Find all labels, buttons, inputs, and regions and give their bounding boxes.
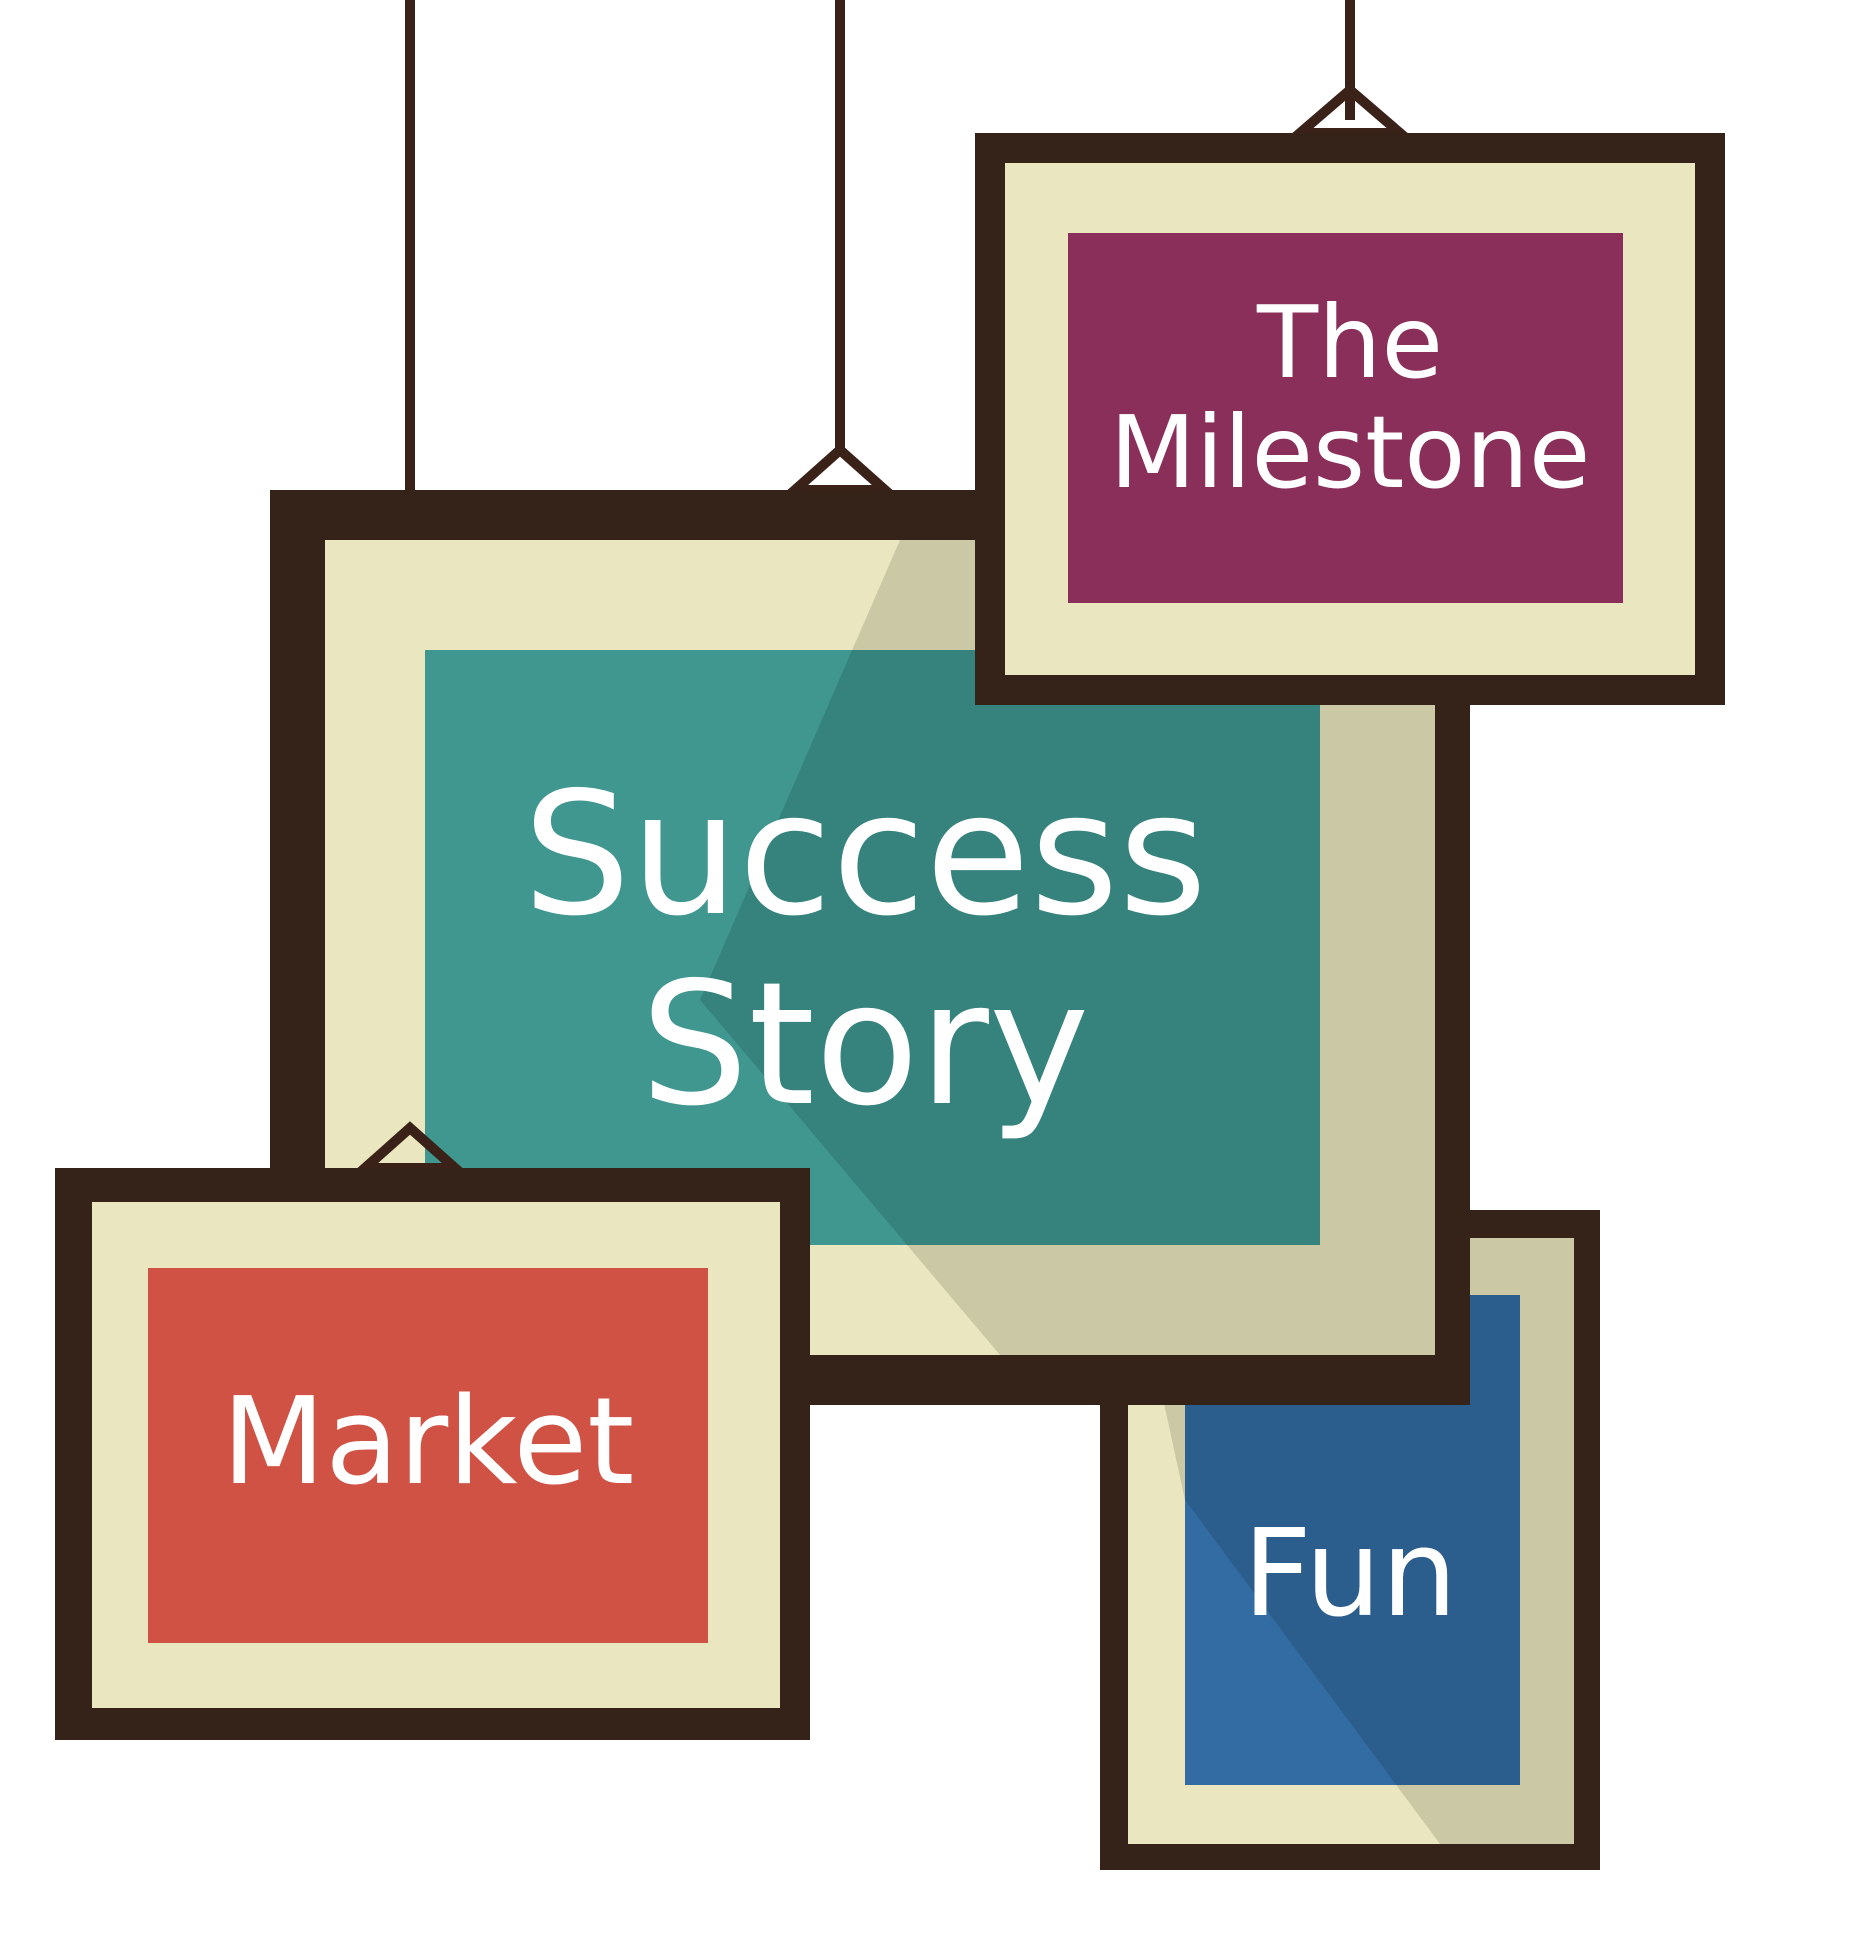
frame-milestone-picture [1068, 233, 1623, 603]
frame-success-shadow [700, 540, 1435, 1355]
success-title-line1: Success [522, 756, 1208, 954]
frame-market [55, 1121, 810, 1740]
hanger-success [781, 443, 899, 495]
frame-milestone [975, 83, 1725, 705]
frame-success-picture [425, 650, 1320, 1245]
milestone-title-line2: Milestone [1109, 394, 1591, 511]
fun-title: Fun [1242, 1505, 1458, 1644]
string-milestone [1345, 0, 1355, 120]
market-title: Market [221, 1373, 635, 1512]
frame-market-picture [148, 1268, 708, 1643]
success-title-line2: Story [640, 946, 1090, 1144]
string-success [835, 0, 845, 455]
milestone-title-line1: The [1257, 284, 1443, 401]
